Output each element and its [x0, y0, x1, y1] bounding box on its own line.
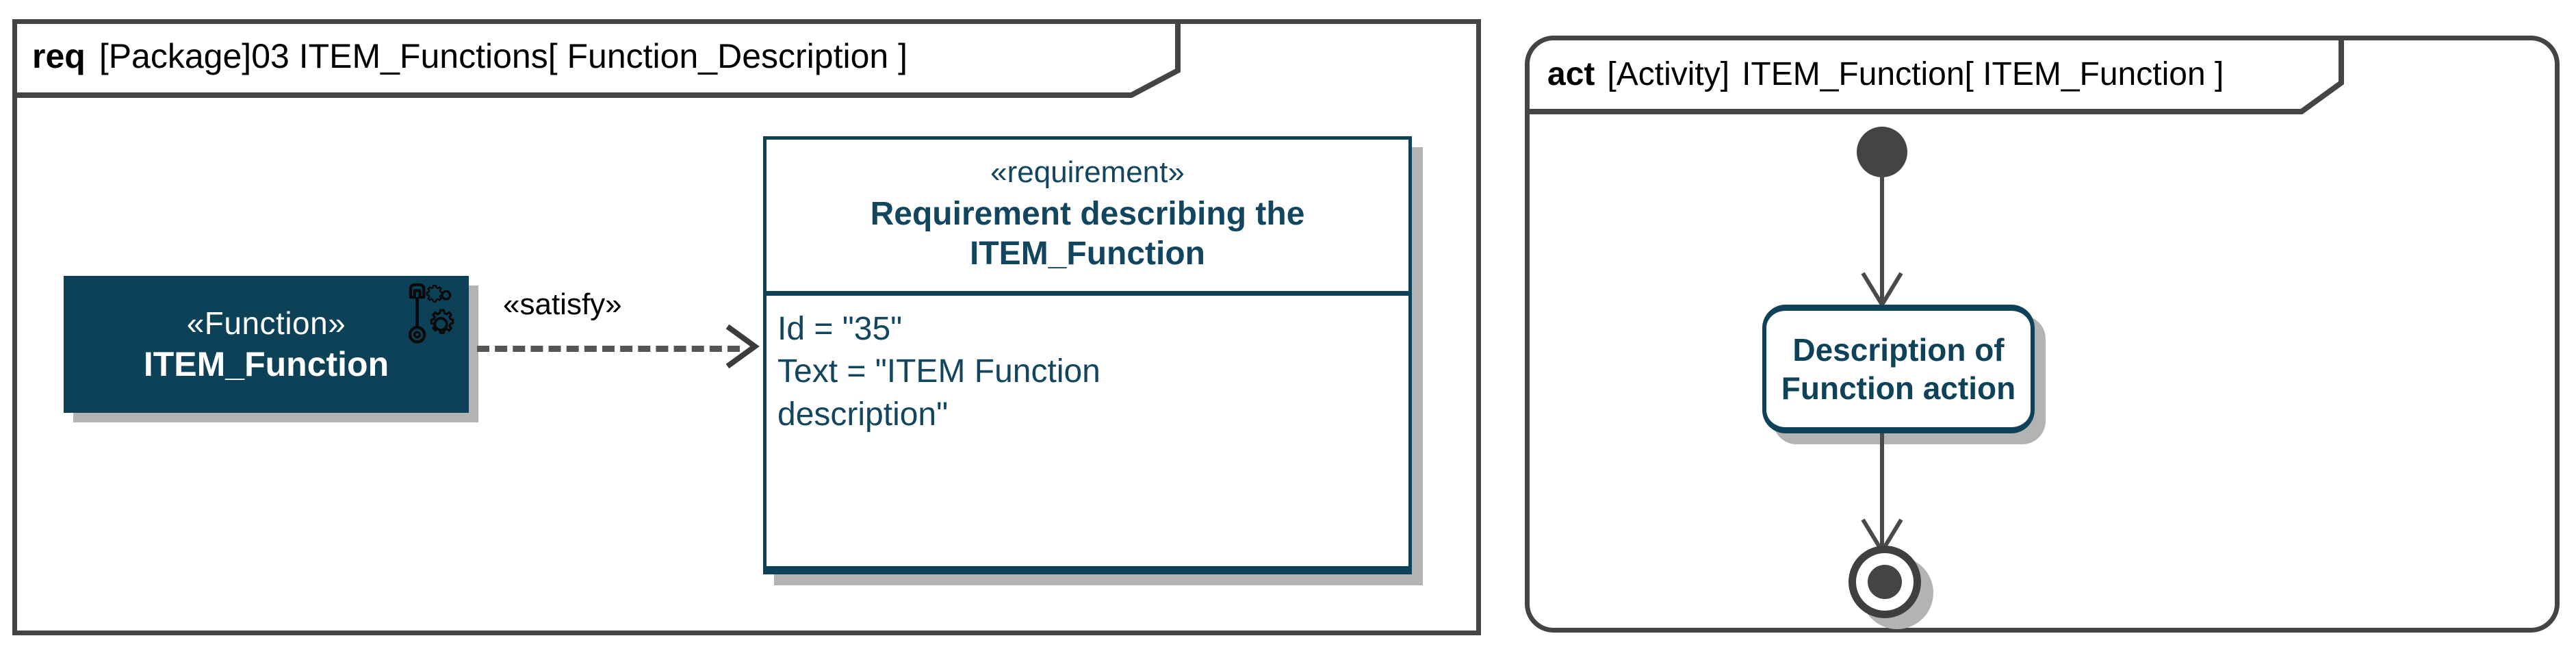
requirement-stereotype-label: «requirement» [990, 155, 1185, 189]
requirement-frame-tab-text: req [Package] 03 ITEM_Functions [ Functi… [32, 36, 907, 76]
control-flow-2-line [1880, 433, 1884, 551]
satisfy-arrowhead-icon [725, 324, 760, 369]
function-block[interactable]: «Function» ITEM_Function [64, 276, 469, 413]
activity-frame-name-label: ITEM_Function [1742, 56, 1965, 92]
requirement-block-header: «requirement» Requirement describing the… [767, 140, 1408, 296]
requirement-block[interactable]: «requirement» Requirement describing the… [763, 136, 1412, 574]
frame-scope-label: [ Function_Description ] [548, 37, 907, 75]
requirement-property-text-line-2: description" [777, 396, 949, 433]
satisfy-dependency-label: «satisfy» [503, 288, 622, 321]
wrench-gears-icon [408, 283, 454, 344]
activity-frame-kind-label: act [1547, 56, 1595, 92]
requirement-property-id: Id = "35" [777, 311, 903, 348]
requirement-diagram-frame: req [Package] 03 ITEM_Functions [ Functi… [12, 19, 1481, 635]
satisfy-dependency-line[interactable] [477, 346, 740, 352]
final-node-inner-dot [1868, 565, 1902, 599]
requirement-property-text-line-1: Text = "ITEM Function [777, 353, 1100, 390]
action-node[interactable]: Description of Function action [1762, 305, 2035, 433]
requirement-block-properties: Id = "35" Text = "ITEM Function descript… [767, 296, 1408, 443]
activity-frame-tab-text: act [Activity] ITEM_Function [ ITEM_Func… [1547, 55, 2224, 93]
function-name-label: ITEM_Function [143, 344, 389, 383]
initial-node-icon[interactable] [1857, 127, 1907, 177]
frame-name-label: 03 ITEM_Functions [251, 37, 548, 75]
activity-diagram-frame: act [Activity] ITEM_Function [ ITEM_Func… [1525, 36, 2560, 633]
action-node-label-line-2: Function action [1781, 370, 2016, 406]
activity-frame-scope-label: [ ITEM_Function ] [1964, 56, 2224, 92]
function-stereotype-label: «Function» [186, 305, 346, 341]
activity-frame-meta-label: [Activity] [1607, 56, 1730, 92]
requirement-title-line-2: ITEM_Function [970, 235, 1205, 272]
control-flow-1-line [1880, 175, 1884, 305]
frame-kind-label: req [32, 37, 86, 75]
action-node-label-line-1: Description of [1792, 331, 2005, 368]
requirement-title-line-1: Requirement describing the [870, 195, 1305, 232]
frame-meta-label: [Package] [99, 37, 252, 75]
